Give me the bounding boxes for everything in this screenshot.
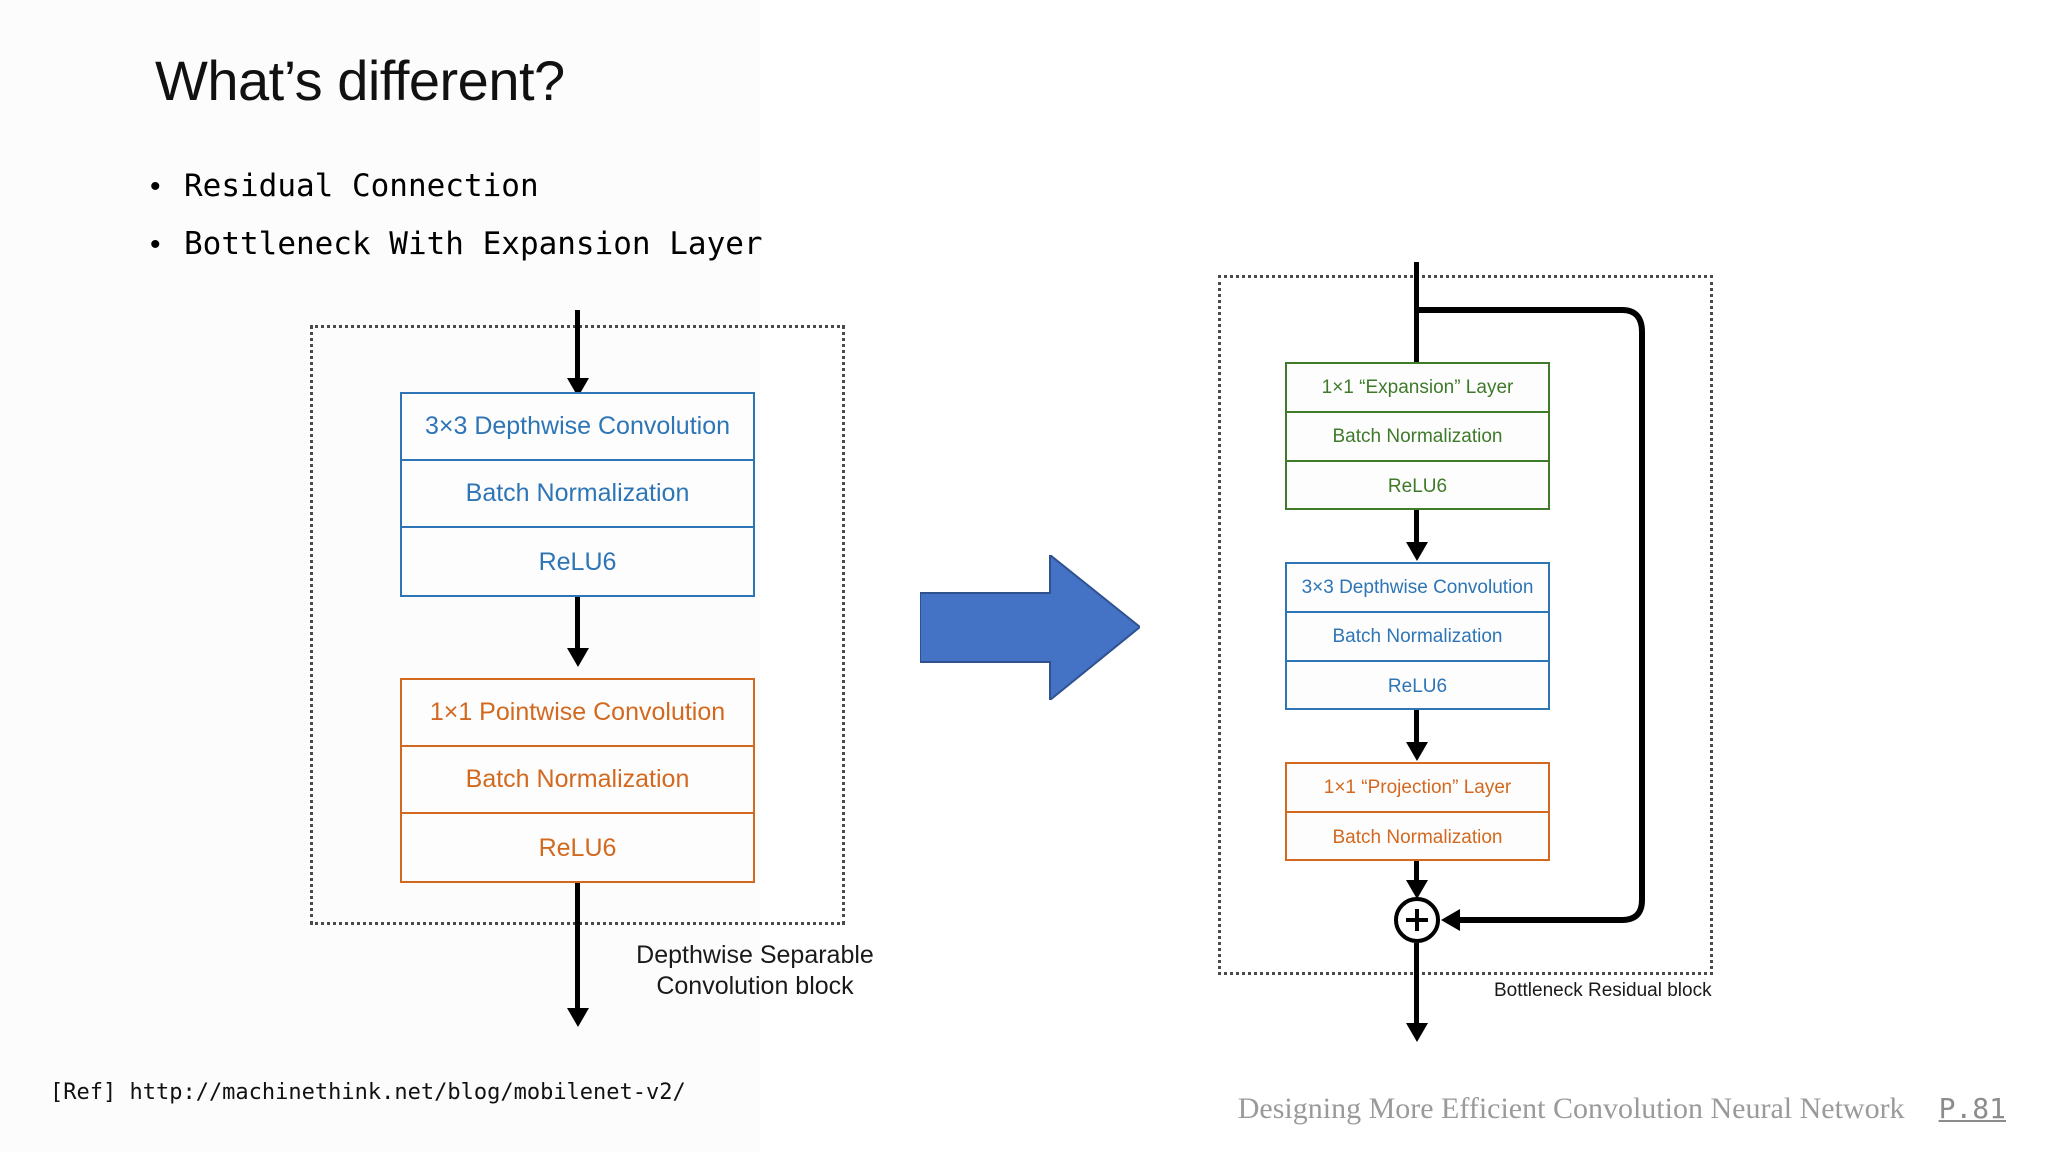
block-row: 1×1 “Projection” Layer — [1287, 764, 1548, 813]
left-output-line — [575, 883, 580, 1013]
reference-link[interactable]: [Ref] http://machinethink.net/blog/mobil… — [50, 1080, 686, 1105]
block-row: 3×3 Depthwise Convolution — [402, 394, 753, 461]
right-input-line — [1414, 262, 1419, 372]
footer: Designing More Efficient Convolution Neu… — [1238, 1092, 2006, 1126]
left-pointwise-group: 1×1 Pointwise Convolution Batch Normaliz… — [400, 678, 755, 883]
list-item: • Residual Connection — [150, 168, 1050, 204]
right-depthwise-group: 3×3 Depthwise Convolution Batch Normaliz… — [1285, 562, 1550, 710]
residual-arrowhead-icon — [1441, 909, 1460, 931]
right-connector-1-arrowhead-icon — [1406, 542, 1428, 561]
block-row: Batch Normalization — [402, 461, 753, 528]
bullet-text: Bottleneck With Expansion Layer — [184, 226, 763, 262]
caption-line: Convolution block — [656, 971, 854, 1000]
right-connector-3-arrowhead-icon — [1406, 880, 1428, 899]
block-row: ReLU6 — [538, 834, 617, 862]
residual-add-node — [1394, 897, 1440, 943]
bullet-list: • Residual Connection • Bottleneck With … — [150, 168, 1050, 284]
block-row: Batch Normalization — [402, 747, 753, 814]
right-projection-group: 1×1 “Projection” Layer Batch Normalizati… — [1285, 762, 1550, 861]
block-row: 1×1 Pointwise Convolution — [402, 680, 753, 747]
caption-line: Depthwise Separable — [636, 941, 874, 969]
list-item: • Bottleneck With Expansion Layer — [150, 226, 1050, 262]
left-mid-arrowhead-icon — [567, 648, 589, 667]
right-expansion-group: 1×1 “Expansion” Layer Batch Normalizatio… — [1285, 362, 1550, 510]
left-input-line — [575, 310, 580, 382]
block-row: ReLU6 — [1387, 676, 1448, 697]
page-number[interactable]: P.81 — [1938, 1092, 2006, 1125]
right-connector-3-line — [1414, 861, 1419, 891]
bullet-dot-icon: • — [150, 170, 161, 203]
block-row: Batch Normalization — [1287, 413, 1548, 462]
bullet-dot-icon: • — [150, 228, 161, 261]
left-depthwise-group: 3×3 Depthwise Convolution Batch Normaliz… — [400, 392, 755, 597]
left-output-arrowhead-icon — [567, 1008, 589, 1027]
right-connector-2-line — [1414, 710, 1419, 748]
right-output-line — [1414, 943, 1419, 1028]
right-output-arrowhead-icon — [1406, 1023, 1428, 1042]
right-diagram-frame — [1218, 275, 1713, 975]
deck-title: Designing More Efficient Convolution Neu… — [1237, 1092, 1905, 1125]
left-diagram-caption: Depthwise Separable Convolution block — [610, 940, 900, 1001]
right-connector-1-line — [1414, 510, 1419, 548]
block-row: 3×3 Depthwise Convolution — [1287, 564, 1548, 613]
block-row: Batch Normalization — [1287, 613, 1548, 662]
block-row: ReLU6 — [1387, 476, 1448, 497]
transition-right-arrow-icon — [919, 552, 1142, 703]
right-diagram-caption: Bottleneck Residual block — [1494, 980, 1712, 1001]
right-connector-2-arrowhead-icon — [1406, 742, 1428, 761]
page-title: What’s different? — [155, 49, 565, 112]
left-mid-connector-line — [575, 597, 580, 652]
block-row: Batch Normalization — [1332, 827, 1503, 848]
residual-skip-connection — [1414, 307, 1645, 923]
block-row: 1×1 “Expansion” Layer — [1287, 364, 1548, 413]
bullet-text: Residual Connection — [184, 168, 539, 204]
block-row: ReLU6 — [538, 548, 617, 576]
